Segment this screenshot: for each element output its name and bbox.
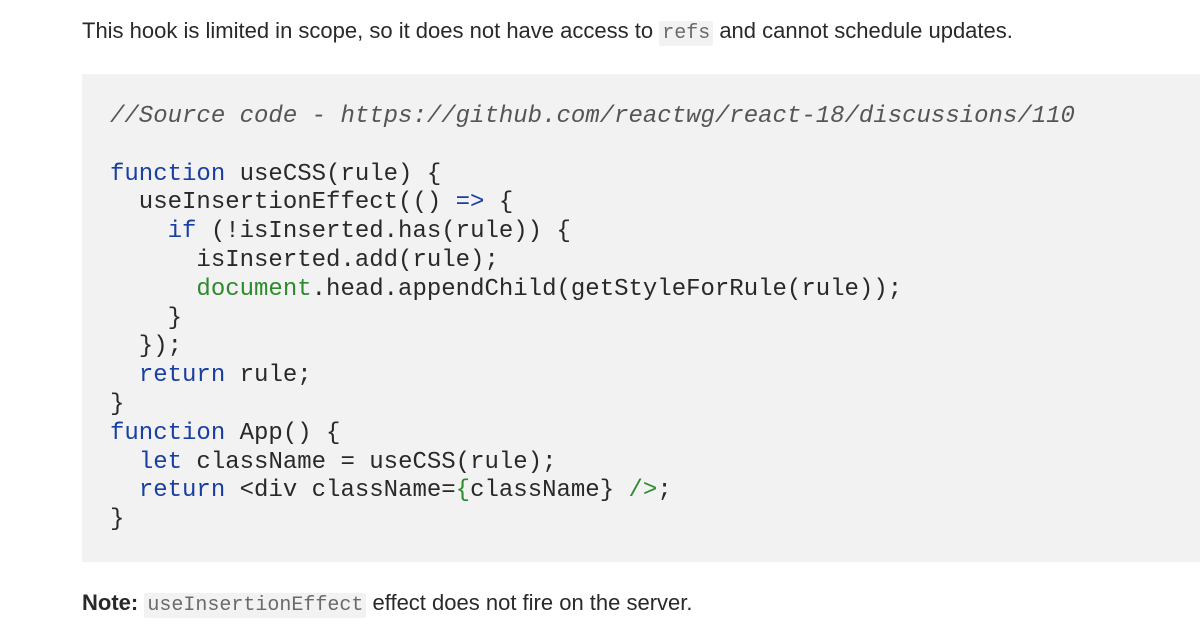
indent bbox=[110, 477, 139, 504]
arrow-token: => bbox=[455, 189, 485, 217]
intro-text-before: This hook is limited in scope, so it doe… bbox=[82, 18, 660, 43]
insertion-effect-call: useInsertionEffect(() bbox=[110, 189, 456, 217]
keyword-if: if bbox=[167, 218, 197, 246]
keyword-function: function bbox=[110, 160, 226, 188]
close-effect: }); bbox=[110, 333, 183, 361]
indent bbox=[110, 218, 168, 245]
keyword-return: return bbox=[138, 362, 226, 390]
jsx-div-open: <div className= bbox=[225, 477, 456, 505]
intro-paragraph: This hook is limited in scope, so it doe… bbox=[82, 16, 1013, 49]
note-label: Note: bbox=[82, 590, 139, 615]
close-function-brace: } bbox=[110, 506, 125, 534]
jsx-brace-close: } bbox=[599, 477, 615, 505]
append-child-call: .head.appendChild(getStyleForRule(rule))… bbox=[311, 275, 903, 303]
intro-text-after: and cannot schedule updates. bbox=[713, 18, 1013, 43]
keyword-let: let bbox=[138, 448, 183, 476]
code-block: //Source code - https://github.com/react… bbox=[82, 74, 1200, 562]
keyword-return: return bbox=[138, 477, 226, 505]
source-comment: //Source code - https://github.com/react… bbox=[110, 103, 1075, 130]
indent bbox=[110, 449, 139, 476]
note-paragraph: Note: useInsertionEffect effect does not… bbox=[82, 588, 693, 621]
semicolon: ; bbox=[657, 477, 672, 505]
app-signature: App() { bbox=[225, 419, 341, 447]
jsx-classname-value: className bbox=[470, 477, 600, 505]
indent bbox=[110, 362, 139, 389]
document-token: document bbox=[196, 275, 312, 303]
code-listing: //Source code - https://github.com/react… bbox=[110, 103, 1075, 535]
usecss-signature: useCSS(rule) { bbox=[225, 160, 442, 188]
close-function-brace: } bbox=[110, 390, 125, 418]
refs-inline-code: refs bbox=[659, 21, 714, 46]
is-inserted-add-line: isInserted.add(rule); bbox=[110, 246, 499, 274]
if-condition: (!isInserted.has(rule)) { bbox=[196, 218, 571, 246]
insertion-effect-open: { bbox=[484, 189, 514, 217]
indent bbox=[110, 276, 196, 303]
note-text: effect does not fire on the server. bbox=[366, 590, 693, 615]
jsx-brace-open: { bbox=[455, 477, 471, 505]
keyword-function: function bbox=[110, 419, 226, 447]
jsx-self-close: /> bbox=[614, 477, 658, 505]
close-if-brace: } bbox=[110, 304, 183, 332]
let-classname: className = useCSS(rule); bbox=[182, 448, 557, 476]
return-rule: rule; bbox=[225, 362, 312, 390]
use-insertion-effect-inline-code: useInsertionEffect bbox=[144, 593, 367, 618]
